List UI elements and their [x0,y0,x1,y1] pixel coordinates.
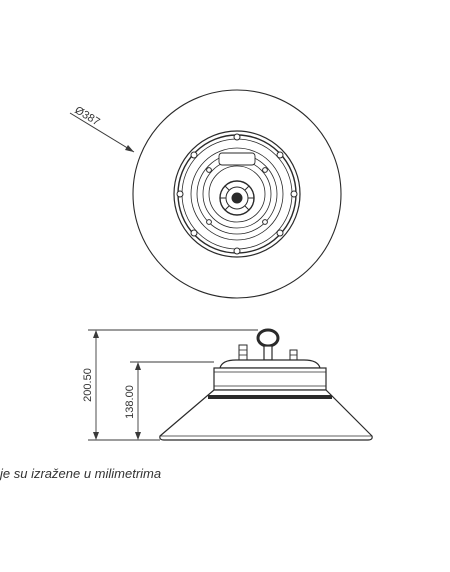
eye-bolt-stem [263,345,273,361]
screw-icon [176,190,184,198]
screw-icon [206,219,212,225]
screw-icon [276,151,284,159]
lower-height-label: 138.00 [124,385,136,419]
screw-icon [206,167,212,173]
housing-ring-7 [208,165,266,223]
dimension-total-height [88,329,258,441]
housing-outer-ring [173,130,301,258]
dimension-lower-height [130,361,214,440]
diameter-leader-line [69,112,135,153]
screw-icon [276,229,284,237]
screw-icon [262,219,268,225]
screw-icon [262,167,268,173]
center-hub-core [231,192,243,204]
housing-body [213,367,327,391]
eye-bolt-ring [256,328,280,348]
reflector-side [159,389,373,441]
mounting-screws [176,133,298,255]
label-plate [218,152,256,166]
screw-icon [233,247,241,255]
units-caption: je su izražene u milimetrima [0,466,162,481]
diameter-arrowhead [125,145,134,152]
screw-icon [190,229,198,237]
hub-fins [220,185,254,211]
screw-icon [233,133,241,141]
top-view [69,89,342,299]
total-height-label: 200.50 [82,368,94,402]
reflector-outline [132,89,342,299]
reflector-band [208,395,332,399]
side-view [159,328,373,441]
diameter-label: Ø387 [72,104,101,128]
screw-icon [190,151,198,159]
housing-top [219,359,321,369]
housing-ring-4 [190,147,284,241]
screw-icon [290,190,298,198]
